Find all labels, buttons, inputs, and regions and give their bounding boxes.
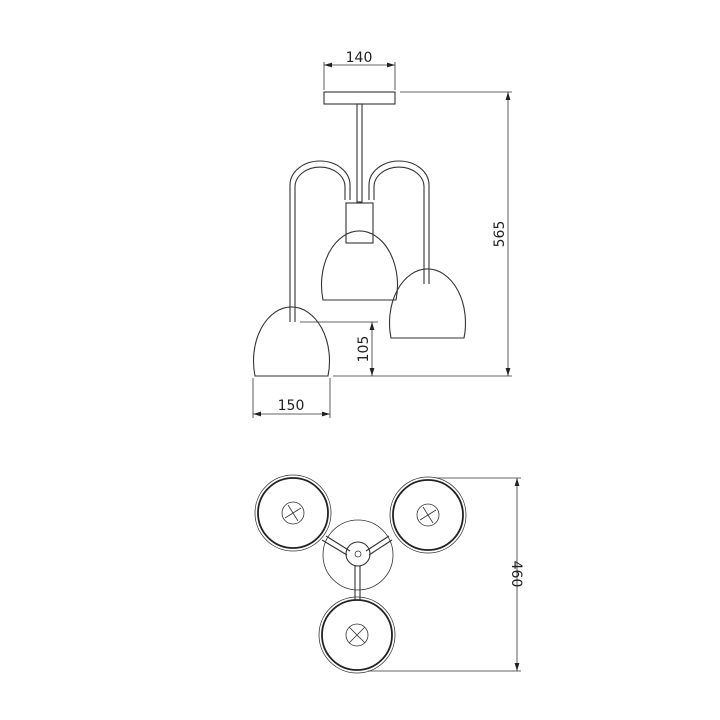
stem <box>356 103 363 203</box>
canopy-width-label: 140 <box>346 50 373 66</box>
shade-height-label: 105 <box>356 336 372 363</box>
shade-right <box>389 268 466 339</box>
shade-top-left <box>254 474 332 552</box>
overall-diameter-label: 460 <box>508 561 524 588</box>
canopy <box>323 91 396 105</box>
shade-top-right <box>389 476 467 554</box>
shade-bottom <box>318 596 396 674</box>
spokes <box>321 535 393 600</box>
top-view: 460 <box>254 474 524 674</box>
shade-diameter-label: 150 <box>278 398 305 414</box>
base-disc <box>322 519 394 591</box>
left-arm <box>289 160 351 322</box>
shade-center <box>321 230 398 301</box>
total-height-label: 565 <box>492 221 508 248</box>
socket <box>345 202 374 244</box>
hub <box>345 541 371 567</box>
side-view: 140 565 105 150 <box>252 50 512 418</box>
right-arm <box>368 160 430 284</box>
shade-left <box>253 306 330 377</box>
